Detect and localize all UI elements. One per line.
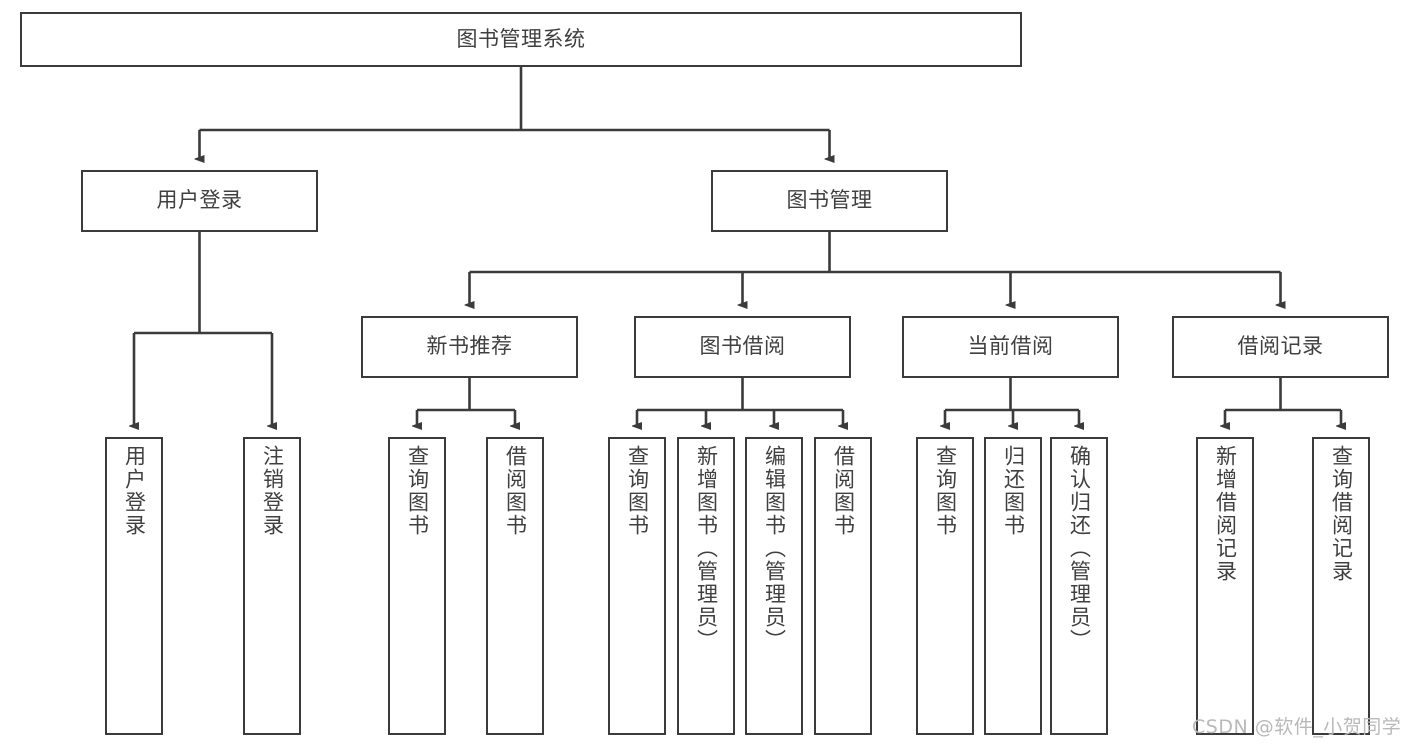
node-label: 注销登录 [260, 445, 285, 537]
node-label: 新增借阅记录 [1213, 445, 1238, 583]
node-label: 查询图书 [625, 445, 650, 537]
node-label: 借阅图书 [503, 445, 528, 537]
node-current-borrow: 当前借阅 [902, 316, 1119, 378]
node-new-book-recommend: 新书推荐 [361, 316, 578, 378]
node-leaf-return-book: 归还图书 [984, 437, 1042, 735]
node-label: 图书借阅 [699, 334, 786, 359]
node-leaf-edit-book: 编辑图书（管理员） [745, 437, 803, 735]
node-label: 图书管理系统 [456, 26, 586, 51]
watermark-label: CSDN @软件_小贺同学 [1192, 716, 1402, 738]
node-borrow-record: 借阅记录 [1172, 316, 1389, 378]
node-leaf-borrow-book-2: 借阅图书 [814, 437, 872, 735]
node-leaf-query-book-3: 查询图书 [916, 437, 974, 735]
node-root: 图书管理系统 [20, 12, 1022, 67]
node-leaf-confirm-return: 确认归还（管理员） [1050, 437, 1108, 735]
node-leaf-user-login: 用户登录 [105, 437, 163, 735]
node-user-login: 用户登录 [81, 170, 318, 232]
node-label: 编辑图书（管理员） [762, 445, 787, 652]
node-label: 图书管理 [786, 188, 873, 213]
node-leaf-query-record: 查询借阅记录 [1312, 437, 1370, 735]
node-book-manage: 图书管理 [711, 170, 948, 232]
node-leaf-borrow-book-1: 借阅图书 [486, 437, 544, 735]
node-leaf-add-record: 新增借阅记录 [1196, 437, 1254, 735]
node-leaf-add-book: 新增图书（管理员） [677, 437, 735, 735]
node-book-borrow: 图书借阅 [634, 316, 851, 378]
node-label: 查询图书 [933, 445, 958, 537]
node-leaf-logout: 注销登录 [243, 437, 301, 735]
node-label: 新书推荐 [426, 334, 513, 359]
node-label: 确认归还（管理员） [1067, 445, 1092, 652]
node-label: 用户登录 [156, 188, 243, 213]
node-label: 新增图书（管理员） [694, 445, 719, 652]
node-label: 查询图书 [405, 445, 430, 537]
node-leaf-query-book-1: 查询图书 [388, 437, 446, 735]
node-label: 当前借阅 [967, 334, 1054, 359]
node-label: 查询借阅记录 [1329, 445, 1354, 583]
node-label: 用户登录 [122, 445, 147, 537]
node-label: 借阅图书 [831, 445, 856, 537]
node-label: 归还图书 [1001, 445, 1026, 537]
node-label: 借阅记录 [1237, 334, 1324, 359]
node-leaf-query-book-2: 查询图书 [608, 437, 666, 735]
